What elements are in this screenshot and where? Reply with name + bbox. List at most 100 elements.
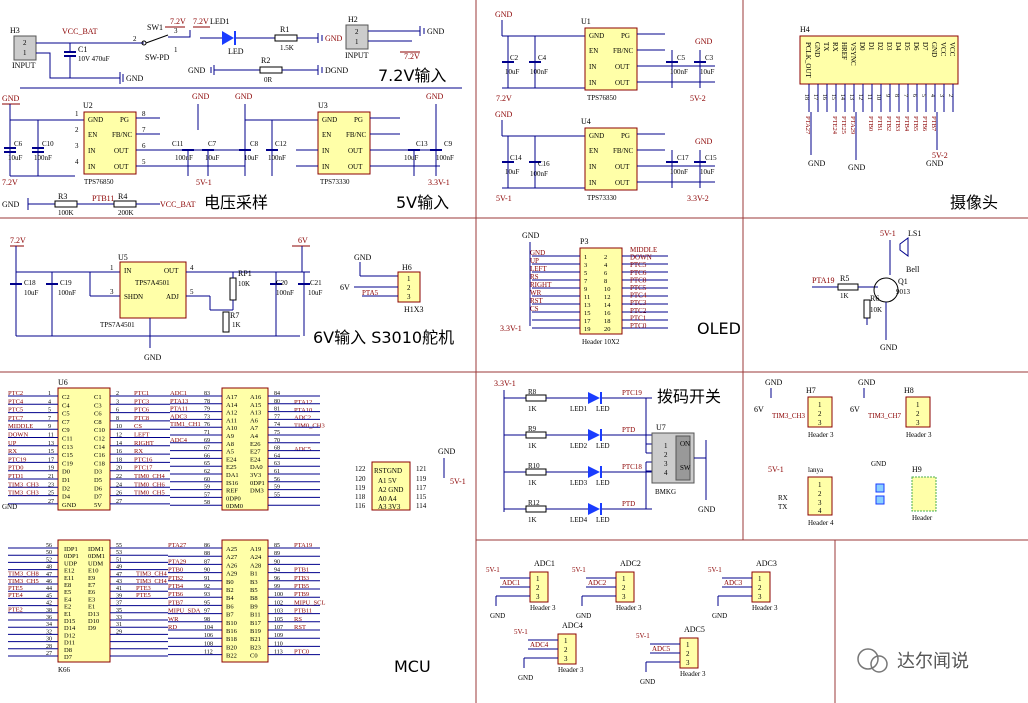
svg-text:D12: D12 — [64, 632, 75, 639]
svg-text:5V-2: 5V-2 — [932, 151, 948, 160]
section-title-mcu: MCU — [394, 657, 431, 676]
svg-text:Header 3: Header 3 — [680, 670, 706, 678]
oled-net-label: LEFT — [530, 265, 547, 273]
mcu-net-label: TIM0_CH6 — [134, 481, 165, 488]
camera-pin-label: HREF — [840, 42, 848, 60]
mcu-net-label: PTD0 — [8, 465, 24, 472]
svg-text:ON: ON — [680, 440, 690, 448]
svg-text:59: 59 — [204, 485, 210, 491]
svg-text:C5: C5 — [62, 411, 70, 418]
svg-text:71: 71 — [204, 430, 210, 436]
svg-text:2: 2 — [407, 284, 411, 292]
mcu-net-label: PTC8 — [134, 415, 149, 422]
svg-text:3: 3 — [758, 593, 762, 601]
oled-net-label: RST — [530, 297, 544, 305]
svg-text:B4: B4 — [226, 595, 234, 602]
svg-text:GND: GND — [88, 116, 103, 124]
svg-text:3.3V-1: 3.3V-1 — [500, 324, 522, 333]
svg-text:7.2V: 7.2V — [170, 17, 186, 26]
svg-text:TPS73330: TPS73330 — [320, 178, 350, 186]
svg-text:64: 64 — [274, 453, 280, 459]
svg-text:C4: C4 — [62, 402, 70, 409]
mcu-net-label: PTA10 — [294, 407, 312, 414]
svg-text:10uF: 10uF — [700, 168, 715, 176]
r1-value: 1.5K — [280, 44, 294, 52]
svg-text:TX: TX — [778, 503, 787, 511]
oled-net-label: PTC5 — [630, 284, 647, 292]
svg-text:10uF: 10uF — [505, 168, 520, 176]
svg-text:1: 1 — [48, 391, 51, 397]
svg-text:GND: GND — [426, 92, 444, 101]
svg-text:122: 122 — [355, 465, 366, 473]
svg-text:B9: B9 — [250, 603, 258, 610]
svg-text:VCC_BAT: VCC_BAT — [160, 200, 196, 209]
section-title-72v: 7.2V输入 — [378, 66, 446, 85]
svg-text:H9: H9 — [912, 465, 922, 474]
svg-text:GND: GND — [576, 612, 591, 620]
svg-text:C16: C16 — [94, 452, 106, 459]
svg-text:SHDN: SHDN — [124, 293, 143, 301]
svg-text:E3: E3 — [88, 596, 95, 603]
mcu-net-label: TIM3_CH8 — [8, 571, 39, 578]
svg-text:UDP: UDP — [64, 560, 77, 567]
svg-text:7.2V: 7.2V — [2, 178, 18, 187]
u6-mcu-chip-e — [221, 539, 269, 663]
svg-text:D8: D8 — [64, 647, 72, 654]
svg-text:A5: A5 — [226, 449, 234, 456]
svg-text:IN: IN — [589, 79, 596, 87]
u2-refdes: U2 — [83, 101, 93, 110]
svg-text:EN: EN — [322, 131, 331, 139]
svg-text:C10: C10 — [42, 140, 54, 148]
dip-net-label: PTC19 — [622, 389, 642, 397]
section-title-voltage: 电压采样 — [204, 193, 268, 212]
dip-net-label: PTD — [622, 500, 635, 508]
svg-text:LED: LED — [596, 442, 610, 450]
svg-text:A15: A15 — [250, 402, 261, 409]
svg-text:GND: GND — [438, 447, 456, 456]
section-title-5v: 5V输入 — [396, 193, 449, 212]
svg-text:3: 3 — [686, 659, 690, 667]
svg-text:5V-1: 5V-1 — [880, 229, 896, 238]
svg-text:PG: PG — [621, 32, 630, 40]
svg-text:LED: LED — [596, 405, 610, 413]
svg-text:3: 3 — [536, 593, 540, 601]
sw-pd-label: SW-PD — [145, 53, 170, 62]
svg-text:OUT: OUT — [615, 179, 630, 187]
svg-text:0DM1: 0DM1 — [88, 553, 105, 560]
sw1-refdes: SW1 — [147, 23, 163, 32]
mcu-net-label: PTC19 — [8, 456, 26, 463]
svg-text:ADC1: ADC1 — [502, 579, 521, 587]
svg-text:B18: B18 — [226, 636, 237, 643]
svg-text:100nF: 100nF — [670, 168, 688, 176]
watermark-text: 达尔闻说 — [897, 651, 969, 672]
svg-text:B23: B23 — [250, 644, 261, 651]
svg-text:113: 113 — [274, 650, 283, 656]
svg-text:A4: A4 — [250, 433, 259, 440]
svg-text:1K: 1K — [528, 479, 537, 487]
svg-text:52: 52 — [46, 557, 52, 563]
svg-text:GND: GND — [2, 94, 20, 103]
svg-text:P3: P3 — [580, 237, 588, 246]
u6-mcu-chip-c — [371, 461, 411, 511]
svg-text:6V: 6V — [340, 283, 350, 292]
svg-text:2: 2 — [133, 35, 137, 43]
svg-text:A6: A6 — [250, 417, 259, 424]
svg-text:TIM3_CH3: TIM3_CH3 — [772, 412, 806, 420]
svg-text:RX: RX — [778, 494, 788, 502]
svg-text:47: 47 — [116, 572, 122, 578]
svg-text:EN: EN — [589, 47, 598, 55]
svg-text:110: 110 — [274, 641, 283, 647]
u2-chip — [83, 111, 137, 175]
svg-text:LED3: LED3 — [570, 479, 588, 487]
svg-text:LED4: LED4 — [570, 516, 588, 524]
svg-text:A26: A26 — [226, 562, 238, 569]
section-power-72v: 7.2V输入 H3 2 1 INPUT VCC_BAT C1 10V 470uF… — [10, 15, 446, 85]
svg-text:11: 11 — [866, 94, 872, 100]
svg-text:51: 51 — [116, 557, 122, 563]
svg-text:INPUT: INPUT — [345, 51, 369, 60]
svg-text:100nF: 100nF — [530, 170, 548, 178]
svg-text:7: 7 — [142, 126, 146, 134]
camera-pin-label: D2 — [876, 42, 884, 51]
mcu-net-label: PTA13 — [170, 398, 188, 405]
svg-text:D5: D5 — [94, 477, 102, 484]
